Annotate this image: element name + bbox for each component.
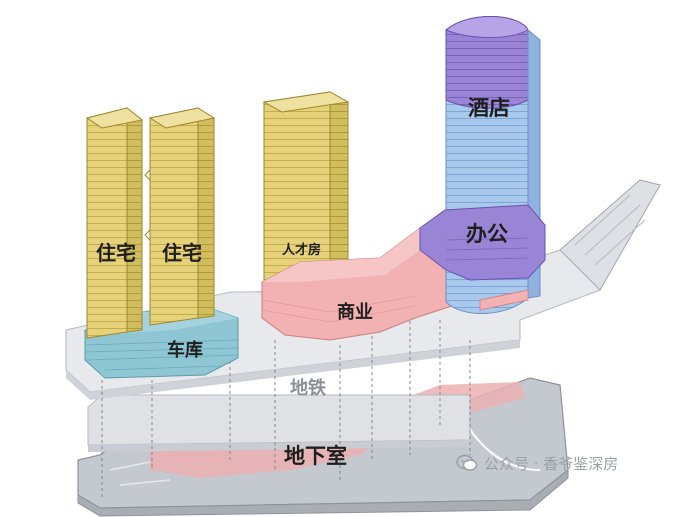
hotel-label: 酒店 <box>468 96 510 120</box>
metro-label: 地铁 <box>290 378 326 399</box>
hotel-office-tower <box>419 16 546 314</box>
residential-tower-1 <box>85 106 144 339</box>
projection-lines <box>101 315 471 500</box>
talent-housing-label: 人才房 <box>282 243 322 258</box>
talent-housing-tower <box>262 91 350 289</box>
residential-tower-2 <box>144 107 216 326</box>
residential-2-label: 住宅 <box>162 241 202 265</box>
watermark: 公众号 · 香爷鉴深房 <box>456 452 618 474</box>
office-label: 办公 <box>466 222 508 246</box>
residential-1-label: 住宅 <box>96 241 136 265</box>
metro-slab <box>87 394 471 452</box>
basement-label: 地下室 <box>284 444 347 468</box>
commercial-label: 商业 <box>337 302 373 323</box>
wechat-icon <box>456 454 478 471</box>
watermark-text: 公众号 · 香爷鉴深房 <box>484 454 619 473</box>
garage-label: 车库 <box>167 340 203 361</box>
commercial-podium <box>261 227 471 341</box>
